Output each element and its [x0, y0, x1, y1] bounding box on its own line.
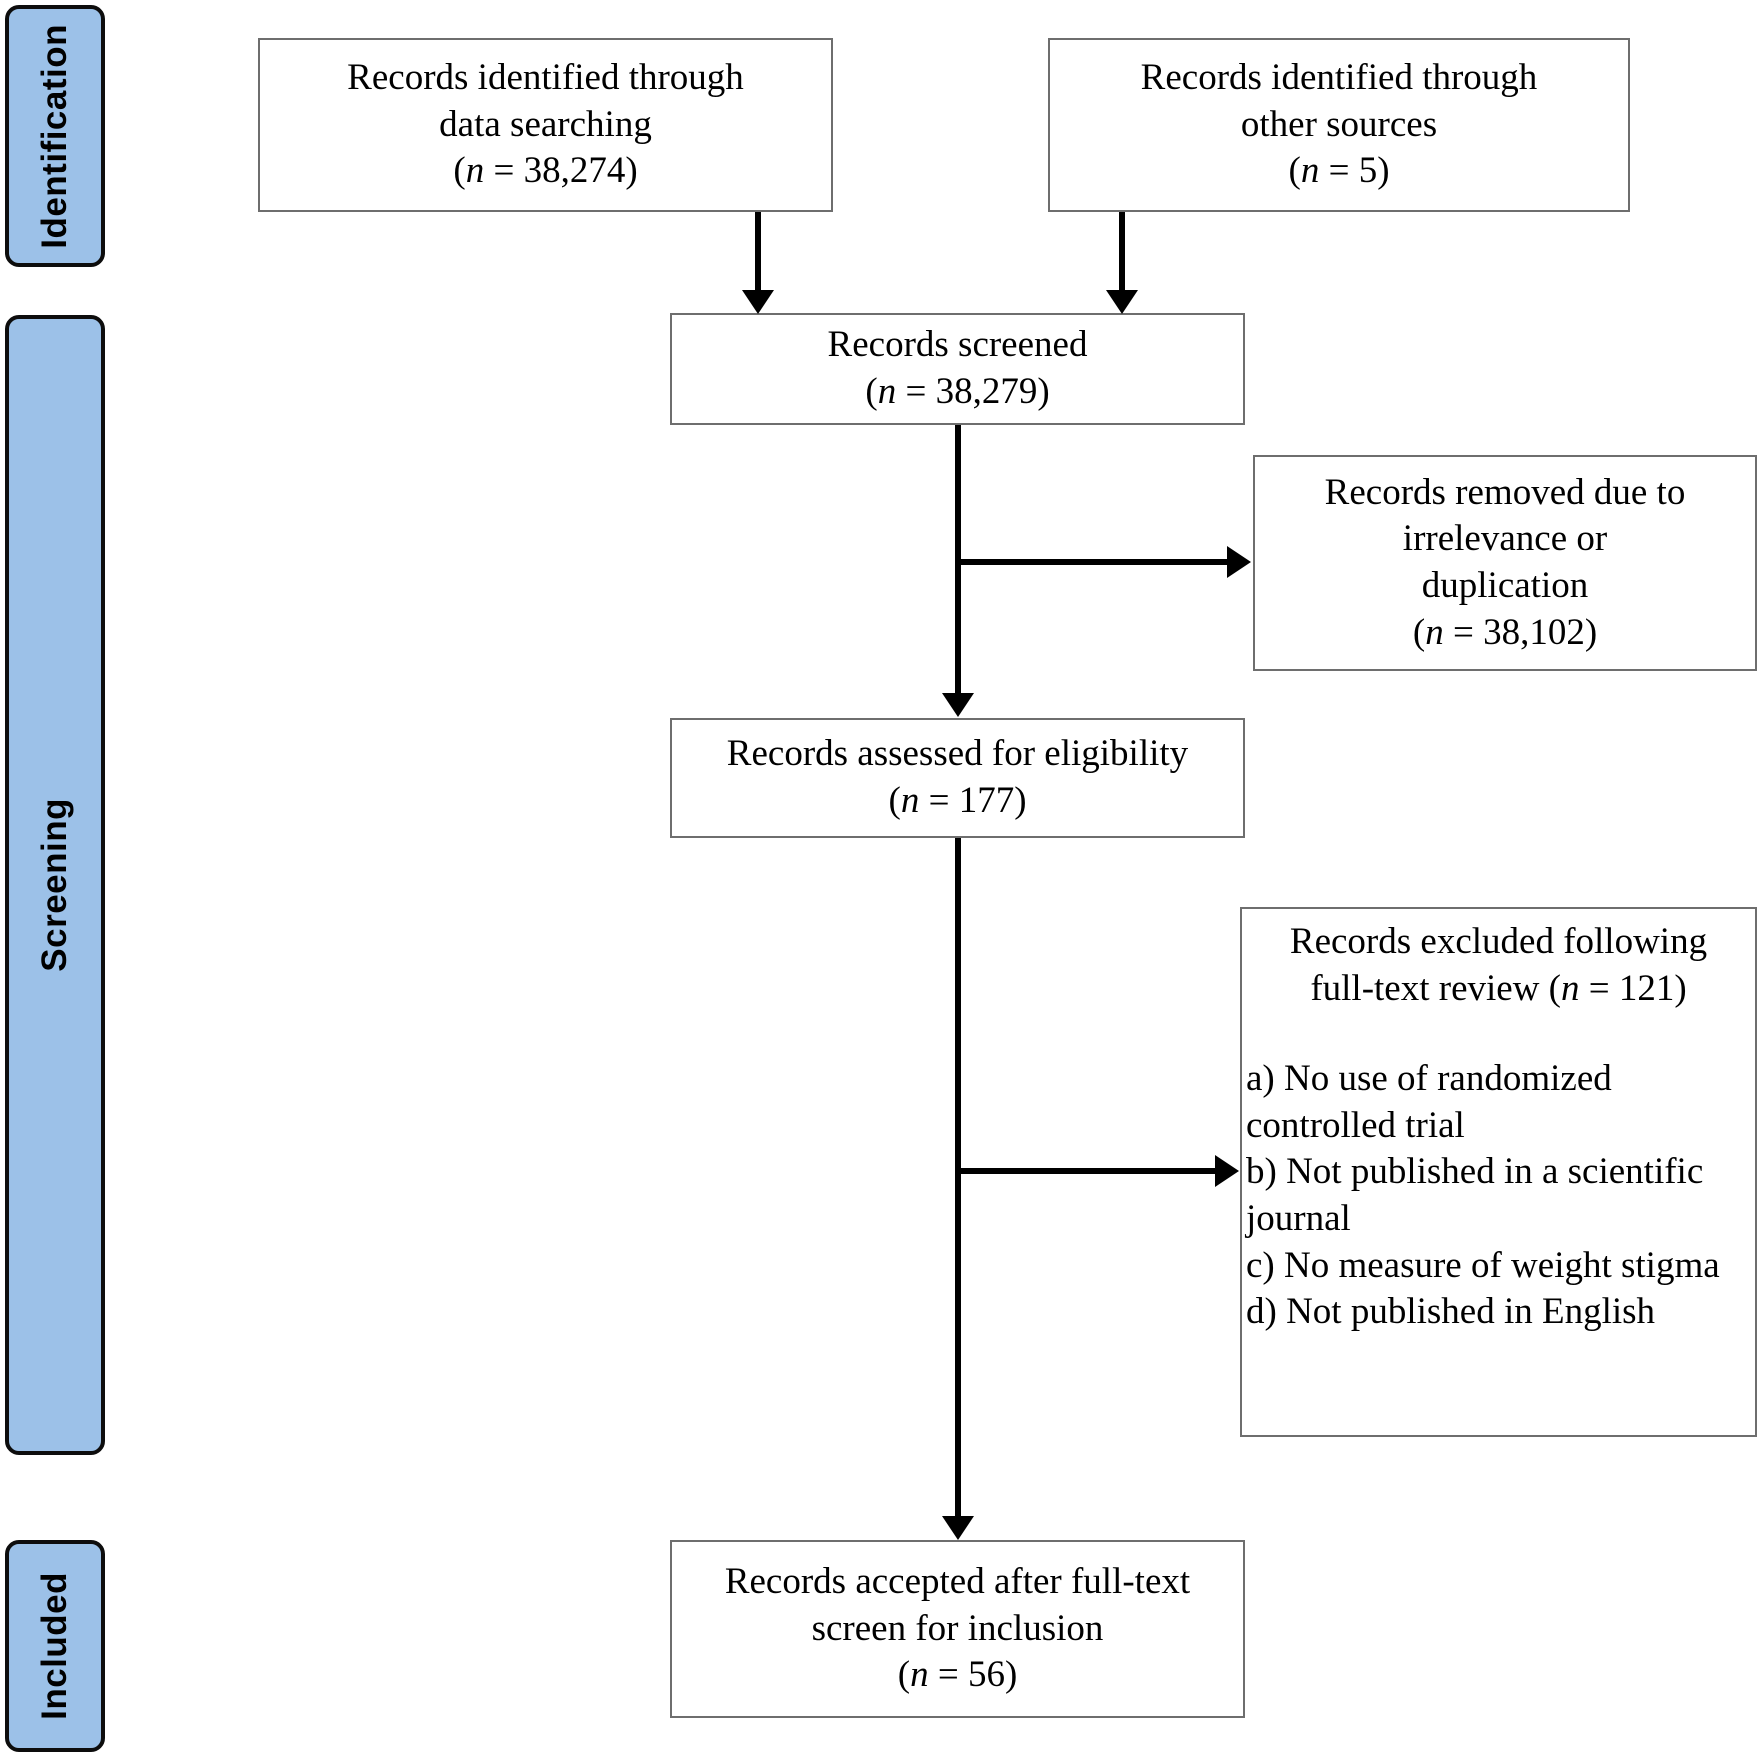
node-line-1: Records screened — [827, 324, 1088, 366]
connector-identified-data-to-screened — [755, 212, 761, 292]
excluded-heading-prefix: full-text review ( — [1310, 967, 1561, 1009]
equals-sign: = — [928, 1654, 968, 1696]
n-symbol: n — [465, 150, 485, 192]
paren-open: ( — [1412, 611, 1426, 653]
node-count: (n = 5) — [1060, 148, 1618, 195]
connector-screened-to-removed — [955, 559, 1229, 565]
node-line-1: Records accepted after full-text — [724, 1561, 1191, 1603]
stage-panel-included: Included — [5, 1540, 105, 1752]
arrow-down-icon — [742, 290, 774, 314]
count-value: 56 — [967, 1654, 1005, 1696]
excluded-reason-item: d) Not published in English — [1246, 1291, 1656, 1333]
paren-close: ) — [1674, 967, 1687, 1009]
stage-label-included: Included — [35, 1572, 74, 1720]
count-value: 121 — [1618, 967, 1675, 1009]
node-line-1: Records identified through — [1140, 57, 1538, 99]
connector-assessed-to-excluded — [955, 1168, 1217, 1174]
paren-close: ) — [1037, 371, 1050, 412]
connector-identified-other-to-screened — [1119, 212, 1125, 292]
paren-open: ( — [865, 371, 878, 412]
count-value: 38,279 — [935, 371, 1038, 412]
n-symbol: n — [1560, 967, 1580, 1009]
node-line-2: data searching — [439, 103, 652, 145]
node-count: (n = 38,102) — [1265, 610, 1745, 657]
node-records-identified-data-searching: Records identified through data searchin… — [258, 38, 833, 212]
equals-sign: = — [1443, 611, 1484, 653]
n-symbol: n — [1425, 611, 1444, 653]
node-count: (n = 38,279) — [682, 369, 1233, 416]
count-value: 38,102 — [1483, 611, 1585, 653]
paren-open: ( — [897, 1654, 911, 1696]
paren-close: ) — [1014, 780, 1027, 821]
equals-sign: = — [896, 371, 936, 412]
arrow-right-icon — [1215, 1155, 1239, 1187]
stage-panel-identification: Identification — [5, 5, 105, 267]
paren-open: ( — [888, 780, 901, 821]
arrow-down-icon — [1106, 290, 1138, 314]
excluded-heading-line-1: Records excluded following — [1289, 921, 1708, 962]
excluded-reason-list: a) No use of randomized controlled trial… — [1246, 1056, 1751, 1336]
paren-open: ( — [1288, 150, 1301, 192]
node-records-identified-other-sources: Records identified through other sources… — [1048, 38, 1630, 212]
node-records-accepted: Records accepted after full-text screen … — [670, 1540, 1245, 1718]
excluded-heading: Records excluded following full-text rev… — [1246, 919, 1751, 1012]
count-value: 5 — [1358, 150, 1378, 192]
node-records-assessed-eligibility: Records assessed for eligibility (n = 17… — [670, 718, 1245, 838]
node-count: (n = 56) — [682, 1652, 1233, 1699]
node-records-screened: Records screened (n = 38,279) — [670, 313, 1245, 425]
count-value: 177 — [958, 780, 1015, 821]
paren-close: ) — [1377, 150, 1390, 192]
node-line-1: Records assessed for eligibility — [726, 733, 1189, 775]
excluded-reason-item: c) No measure of weight stigma — [1246, 1244, 1720, 1286]
stage-label-screening: Screening — [35, 798, 74, 972]
node-line-2: irrelevance or — [1402, 518, 1608, 560]
excluded-reason-item: a) No use of randomized controlled trial — [1246, 1058, 1612, 1146]
node-count: (n = 177) — [682, 778, 1233, 825]
equals-sign: = — [919, 780, 959, 821]
equals-sign: = — [1579, 967, 1619, 1009]
n-symbol: n — [900, 780, 920, 821]
node-line-2: other sources — [1240, 103, 1438, 145]
equals-sign: = — [1319, 150, 1359, 192]
n-symbol: n — [1300, 150, 1320, 192]
n-symbol: n — [910, 1654, 929, 1696]
paren-close: ) — [1004, 1654, 1018, 1696]
node-records-excluded-full-text: Records excluded following full-text rev… — [1240, 907, 1757, 1437]
n-symbol: n — [877, 371, 897, 412]
arrow-down-icon — [942, 1516, 974, 1540]
paren-close: ) — [1584, 611, 1598, 653]
excluded-heading-line-2: full-text review (n = 121) — [1246, 966, 1751, 1013]
node-records-removed: Records removed due to irrelevance or du… — [1253, 455, 1757, 671]
node-line-3: duplication — [1421, 565, 1589, 606]
arrow-right-icon — [1227, 546, 1251, 578]
node-line-1: Records identified through — [347, 57, 744, 99]
paren-open: ( — [453, 150, 466, 192]
paren-close: ) — [625, 150, 638, 192]
arrow-down-icon — [942, 693, 974, 717]
stage-label-identification: Identification — [35, 23, 74, 249]
equals-sign: = — [484, 150, 524, 192]
connector-assessed-to-accepted — [955, 838, 961, 1518]
node-count: (n = 38,274) — [270, 148, 821, 195]
stage-panel-screening: Screening — [5, 315, 105, 1455]
excluded-reason-item: b) Not published in a scientific journal — [1246, 1151, 1704, 1240]
node-line-2: screen for inclusion — [811, 1607, 1104, 1649]
node-line-1: Records removed due to — [1324, 471, 1686, 513]
count-value: 38,274 — [523, 150, 626, 192]
